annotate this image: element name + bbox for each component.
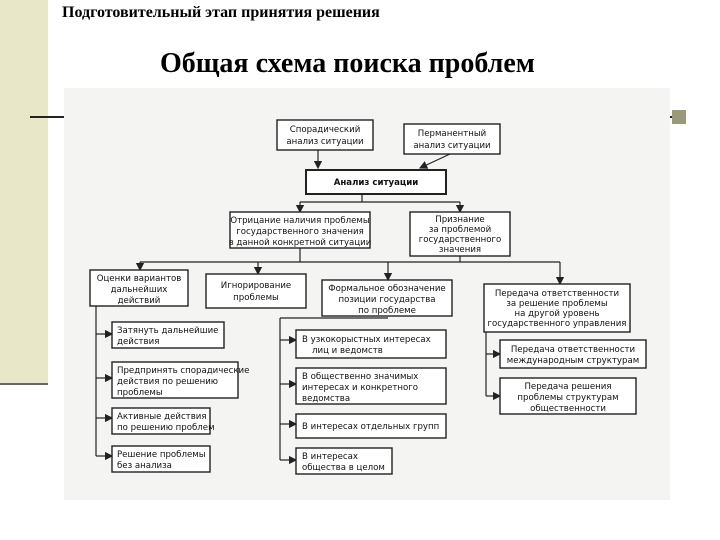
box-public-interests: В общественно значимых интересах и конкр… — [295, 367, 447, 405]
box-structures-line-1: Передача решения — [524, 382, 611, 392]
box-public-structures: Передача решения проблемы структурам общ… — [499, 377, 637, 415]
box-denial: Отрицание наличия проблемы государственн… — [229, 211, 372, 249]
box-narrow-line-2: лиц и ведомств — [312, 346, 383, 356]
box-denial-line-1: Отрицание наличия проблемы — [230, 216, 370, 226]
box-transfer-line-4: государственного управления — [488, 319, 627, 329]
box-delay-line-2: действия — [117, 337, 159, 347]
box-public-line-3: ведомства — [302, 394, 350, 404]
box-sporadic-actions: Предпринять спорадические действия по ре… — [111, 361, 249, 399]
box-ignoring: Игнорирование проблемы — [205, 273, 307, 309]
slide-title: Общая схема поиска проблем — [160, 48, 535, 79]
box-options: Оценки вариантов дальнейших действий — [89, 269, 189, 307]
box-transfer-responsibility: Передача ответственности за решение проб… — [483, 283, 631, 333]
box-situation-analysis: Анализ ситуации — [305, 169, 447, 195]
box-options-line-1: Оценки вариантов — [97, 274, 182, 284]
box-structures-line-2: проблемы структурам — [517, 393, 618, 403]
box-formal-line-2: позиции государства — [338, 295, 435, 305]
box-active-actions: Активные действия по решению проблем — [111, 407, 215, 435]
box-sporadic-line-2: анализ ситуации — [286, 137, 363, 147]
left-band-bottom-rule — [0, 383, 48, 385]
box-active-line-1: Активные действия — [117, 412, 207, 422]
box-permanent-line-2: анализ ситуации — [413, 141, 490, 151]
box-no-analysis-line-2: без анализа — [117, 461, 172, 471]
box-active-line-2: по решению проблем — [117, 423, 215, 433]
box-recognition-line-2: за проблемой — [429, 225, 491, 235]
box-no-analysis-line-1: Решение проблемы — [117, 450, 206, 460]
left-accent-band — [0, 0, 48, 383]
box-transfer-line-1: Передача ответственности — [495, 289, 619, 299]
box-group-interests: В интересах отдельных групп — [295, 413, 447, 439]
box-denial-line-3: в данной конкретной ситуации — [229, 238, 372, 248]
box-sporadic-line-1: Спорадический — [290, 125, 361, 135]
box-groups-line-1: В интересах отдельных групп — [302, 422, 439, 432]
box-sporadic-analysis: Спорадический анализ ситуации — [276, 119, 374, 151]
box-no-analysis: Решение проблемы без анализа — [111, 445, 211, 473]
box-structures-line-3: общественности — [530, 404, 606, 414]
box-analysis-line-1: Анализ ситуации — [334, 178, 419, 188]
box-sporadic-actions-line-2: действия по решению — [117, 377, 218, 387]
right-rule-square — [672, 110, 686, 124]
box-denial-line-2: государственного значения — [236, 227, 364, 237]
box-delay-line-1: Затянуть дальнейшие — [117, 326, 218, 336]
box-sporadic-actions-line-3: проблемы — [117, 388, 163, 398]
box-ignoring-line-1: Игнорирование — [221, 281, 291, 291]
slide-header: Подготовительный этап принятия решения — [62, 4, 380, 21]
box-recognition-line-1: Признание — [435, 215, 484, 225]
box-transfer-line-2: за решение проблемы — [506, 299, 608, 309]
box-recognition-line-4: значения — [439, 245, 481, 255]
box-society-interests: В интересах общества в целом — [295, 447, 393, 475]
box-permanent-analysis: Перманентный анализ ситуации — [403, 123, 501, 155]
box-formal-line-1: Формальное обозначение — [328, 284, 445, 294]
box-transfer-line-3: на другой уровень — [514, 309, 599, 319]
box-narrow-interests: В узкокорыстных интересах лиц и ведомств — [295, 329, 447, 359]
box-international-line-1: Передача ответственности — [511, 345, 635, 355]
box-international-line-2: международным структурам — [507, 356, 639, 366]
box-society-line-2: общества в целом — [302, 463, 385, 473]
left-title-rule — [30, 116, 66, 118]
box-formal-position: Формальное обозначение позиции государст… — [321, 279, 453, 317]
box-permanent-line-1: Перманентный — [418, 129, 486, 139]
box-options-line-3: действий — [118, 296, 161, 306]
box-recognition: Признание за проблемой государственного … — [409, 211, 511, 257]
box-sporadic-actions-line-1: Предпринять спорадические — [117, 366, 249, 376]
box-formal-line-3: по проблеме — [358, 306, 416, 316]
box-international-structures: Передача ответственности международным с… — [499, 339, 647, 369]
box-narrow-line-1: В узкокорыстных интересах — [302, 335, 431, 345]
connectors — [95, 150, 565, 465]
box-public-line-2: интересах и конкретного — [302, 383, 418, 393]
box-public-line-1: В общественно значимых — [302, 372, 418, 382]
box-recognition-line-3: государственного — [419, 235, 502, 245]
box-delay-actions: Затянуть дальнейшие действия — [111, 321, 225, 349]
box-options-line-2: дальнейших — [111, 285, 168, 295]
box-ignoring-line-2: проблемы — [233, 293, 279, 303]
box-society-line-1: В интересах — [302, 452, 358, 462]
